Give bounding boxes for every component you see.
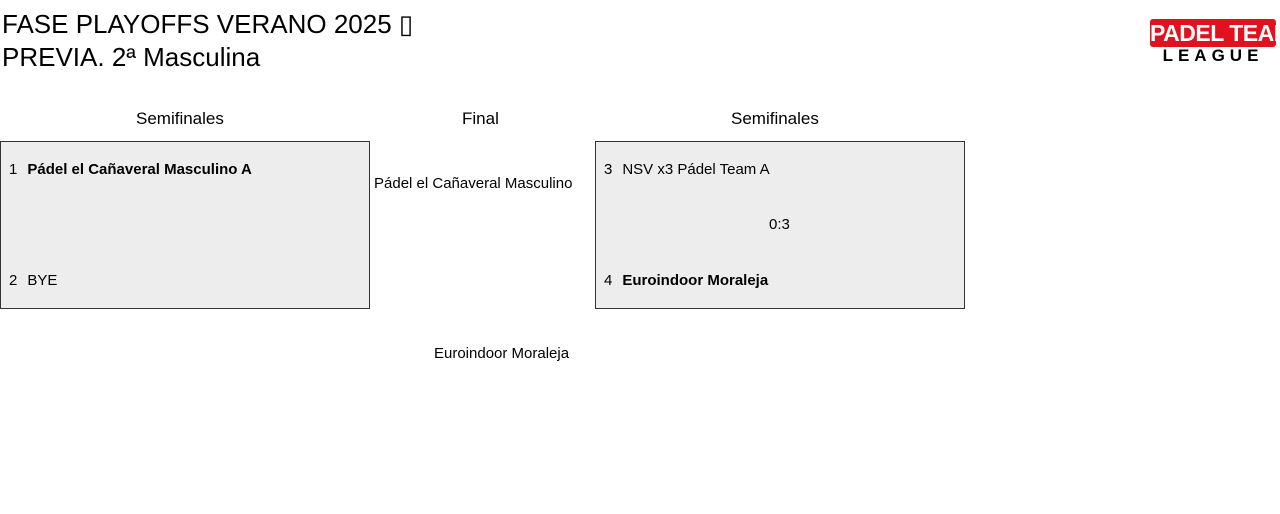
seed: 4 xyxy=(604,272,613,289)
match-right-semifinal[interactable]: 3 NSV x3 Pádel Team A 0:3 4 Euroindoor Mor… xyxy=(595,141,965,309)
round-header-right: Semifinales xyxy=(731,109,819,128)
seed: 1 xyxy=(9,161,18,178)
match-left-semifinal[interactable]: 1 Pádel el Cañaveral Masculino A 2 BYE xyxy=(0,141,370,309)
team-row: 3 NSV x3 Pádel Team A xyxy=(604,161,770,178)
seed: 3 xyxy=(604,161,613,178)
team-name: Pádel el Cañaveral Masculino A xyxy=(27,161,252,178)
team-name: BYE xyxy=(27,272,58,289)
logo-bottom: LEAGUE xyxy=(1162,46,1264,65)
team-name: NSV x3 Pádel Team A xyxy=(622,161,770,178)
round-header-final: Final xyxy=(462,109,499,128)
title-line-2: PREVIA. 2ª Masculina xyxy=(2,42,261,72)
logo-top: PADEL TEAM xyxy=(1150,19,1280,47)
team-name: Euroindoor Moraleja xyxy=(622,272,769,289)
page-title: FASE PLAYOFFS VERANO 2025 ▯ PREVIA. 2ª M… xyxy=(2,8,413,74)
team-row: 1 Pádel el Cañaveral Masculino A xyxy=(9,161,252,178)
match-score: 0:3 xyxy=(769,216,790,233)
team-row: 2 BYE xyxy=(9,272,57,289)
final-team-1: Pádel el Cañaveral Masculino xyxy=(374,175,573,192)
title-line-1: FASE PLAYOFFS VERANO 2025 ▯ xyxy=(2,9,414,39)
round-header-left: Semifinales xyxy=(136,109,224,128)
final-team-2: Euroindoor Moraleja xyxy=(434,345,570,362)
team-row: 4 Euroindoor Moraleja xyxy=(604,272,768,289)
seed: 2 xyxy=(9,272,18,289)
padel-team-league-logo: PADEL TEAM LEAGUE xyxy=(1150,19,1280,65)
